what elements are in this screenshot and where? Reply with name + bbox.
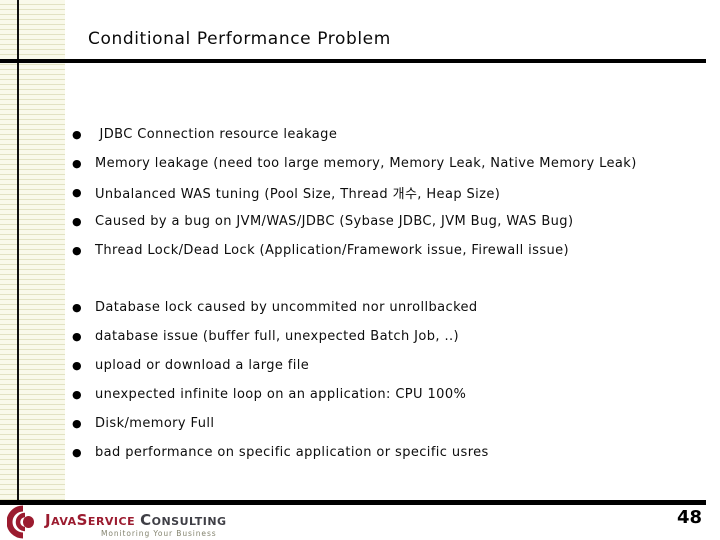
list-item: ● Database lock caused by uncommited nor… [72,293,489,322]
bullet-text: JDBC Connection resource leakage [95,127,338,142]
bullet-icon: ● [72,244,82,257]
bullet-group-1: ● JDBC Connection resource leakage ● Mem… [72,120,637,265]
list-item: ● Memory leakage (need too large memory,… [72,149,637,178]
bullet-icon: ● [72,215,82,228]
brand-tagline: Monitoring Your Business [101,529,217,538]
bullet-text: Thread Lock/Dead Lock (Application/Frame… [95,243,570,258]
bullet-icon: ● [72,330,82,343]
bullet-text: Memory leakage (need too large memory, M… [95,156,637,171]
list-item: ● bad performance on specific applicatio… [72,438,489,467]
bullet-icon: ● [72,186,82,199]
bullet-text: Disk/memory Full [95,416,215,431]
bullet-icon: ● [72,157,82,170]
bullet-text: upload or download a large file [95,358,310,373]
bullet-icon: ● [72,417,82,430]
list-item: ● Disk/memory Full [72,409,489,438]
list-item: ● Caused by a bug on JVM/WAS/JDBC (Sybas… [72,207,637,236]
page-title: Conditional Performance Problem [88,29,391,49]
notebook-stripe-panel [0,0,65,503]
bullet-icon: ● [72,128,82,141]
list-item: ● JDBC Connection resource leakage [72,120,637,149]
bullet-icon: ● [72,388,82,401]
list-item: ● Unbalanced WAS tuning (Pool Size, Thre… [72,178,637,207]
bullet-text: bad performance on specific application … [95,445,489,460]
list-item: ● upload or download a large file [72,351,489,380]
brand-javaservice-label: JavaService [45,511,136,529]
list-item: ● Thread Lock/Dead Lock (Application/Fra… [72,236,637,265]
page-number: 48 [676,507,702,528]
javaservice-logo-icon [7,505,34,539]
bullet-text: database issue (buffer full, unexpected … [95,329,459,344]
list-item: ● unexpected infinite loop on an applica… [72,380,489,409]
bullet-text: unexpected infinite loop on an applicati… [95,387,467,402]
bullet-text: Unbalanced WAS tuning (Pool Size, Thread… [95,187,501,202]
bullet-text: Caused by a bug on JVM/WAS/JDBC (Sybase … [95,214,574,229]
bullet-icon: ● [72,359,82,372]
bullet-icon: ● [72,446,82,459]
bullet-group-2: ● Database lock caused by uncommited nor… [72,293,489,467]
title-underline [0,59,706,63]
footer-divider [0,500,706,505]
list-item: ● database issue (buffer full, unexpecte… [72,322,489,351]
left-vertical-rule [17,0,19,503]
bullet-icon: ● [72,301,82,314]
bullet-text: Database lock caused by uncommited nor u… [95,300,478,315]
brand-consulting-label: Consulting [140,511,227,529]
